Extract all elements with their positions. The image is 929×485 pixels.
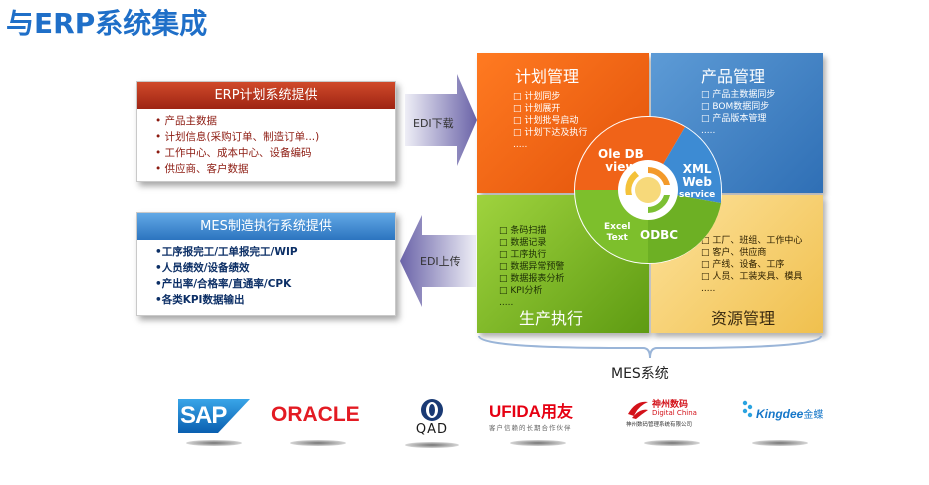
production-execution-list: 条码扫描 数据记录 工序执行 数据异常预警 数据报表分析 KPI分析 ..... — [499, 225, 564, 309]
resource-item: ..... — [701, 284, 716, 294]
logo-shadow — [510, 440, 566, 446]
integration-circle — [574, 116, 722, 264]
digital-china-logo: 神州数码 Digital China 神州数码管理系统有限公司 — [626, 400, 697, 428]
product-item: 产品主数据同步 — [701, 89, 775, 101]
mes-item: •工序报完工/工单报完工/WIP — [155, 246, 298, 258]
edi-upload-arrow — [400, 215, 476, 307]
erp-panel-header: ERP计划系统提供 — [137, 82, 395, 109]
mes-system-caption: MES系统 — [611, 366, 669, 382]
production-execution-title: 生产执行 — [519, 309, 584, 328]
page-title: 与ERP系统集成 — [6, 7, 208, 40]
logo-shadow — [186, 440, 242, 446]
logo-shadow — [752, 440, 808, 446]
plan-management-title: 计划管理 — [515, 67, 580, 86]
edi-download-arrow — [405, 74, 477, 166]
logo-shadow — [290, 440, 346, 446]
sap-logo: SAP — [178, 399, 250, 433]
execution-item: 数据异常预警 — [499, 261, 564, 273]
oledb-label: Ole DB view — [598, 147, 644, 174]
edi-download-label: EDI下载 — [413, 117, 454, 130]
digital-china-swirl-icon — [628, 401, 648, 419]
plan-item: 计划下达及执行 — [513, 127, 587, 139]
execution-item: 数据记录 — [499, 237, 564, 249]
edi-upload-label: EDI上传 — [420, 255, 461, 268]
qad-logo: QAD — [410, 398, 454, 438]
plan-item: 计划展开 — [513, 103, 587, 115]
resource-management-list: 工厂、班组、工作中心 客户、供应商 产线、设备、工序 人员、工装夹具、模具 ..… — [701, 235, 802, 295]
mes-item-list: •工序报完工/工单报完工/WIP •人员绩效/设备绩效 •产出率/合格率/直通率… — [137, 240, 395, 308]
mes-provides-panel: MES制造执行系统提供 •工序报完工/工单报完工/WIP •人员绩效/设备绩效 … — [136, 212, 396, 316]
product-item: ..... — [701, 126, 716, 136]
oracle-logo: ORACLE — [271, 403, 360, 426]
logo-shadow — [644, 440, 700, 446]
plan-management-list: 计划同步 计划展开 计划批号启动 计划下达及执行 ..... — [513, 91, 587, 151]
product-item: 产品版本管理 — [701, 113, 775, 125]
execution-item: 工序执行 — [499, 249, 564, 261]
resource-item: 工厂、班组、工作中心 — [701, 235, 802, 247]
resource-management-title: 资源管理 — [711, 309, 776, 328]
mes-item: •人员绩效/设备绩效 — [155, 262, 250, 274]
erp-item: • 产品主数据 — [155, 115, 218, 127]
mes-item: •产出率/合格率/直通率/CPK — [155, 278, 292, 290]
ufida-logo: UFIDA用友 客户信赖的长期合作伙伴 — [489, 402, 573, 432]
execution-item: 数据报表分析 — [499, 273, 564, 285]
odbc-label: ODBC — [640, 228, 679, 242]
erp-item: • 计划信息(采购订单、制造订单...) — [155, 131, 320, 143]
execution-item: 条码扫描 — [499, 225, 564, 237]
xml-webservice-label: XML Web service — [679, 162, 716, 201]
kingdee-logo: Kingdee金蝶 — [741, 400, 823, 424]
mes-bracket — [478, 335, 822, 359]
sync-cycle-icon — [625, 167, 670, 213]
resource-item: 人员、工装夹具、模具 — [701, 271, 802, 283]
plan-item: 计划批号启动 — [513, 115, 587, 127]
product-management-list: 产品主数据同步 BOM数据同步 产品版本管理 ..... — [701, 89, 775, 137]
logo-shadow — [405, 442, 459, 448]
execution-item: KPI分析 — [499, 285, 564, 297]
erp-provides-panel: ERP计划系统提供 • 产品主数据 • 计划信息(采购订单、制造订单...) •… — [136, 81, 396, 182]
erp-item-list: • 产品主数据 • 计划信息(采购订单、制造订单...) • 工作中心、成本中心… — [137, 109, 395, 177]
mes-panel-header: MES制造执行系统提供 — [137, 213, 395, 240]
plan-item: ..... — [513, 140, 528, 150]
plan-item: 计划同步 — [513, 91, 587, 103]
resource-item: 客户、供应商 — [701, 247, 802, 259]
product-management-title: 产品管理 — [701, 67, 766, 86]
erp-item: • 工作中心、成本中心、设备编码 — [155, 147, 312, 159]
mes-item: •各类KPI数据输出 — [155, 294, 245, 306]
execution-item: ..... — [499, 298, 514, 308]
product-item: BOM数据同步 — [701, 101, 775, 113]
excel-text-label: Excel Text — [604, 222, 631, 243]
erp-item: • 供应商、客户数据 — [155, 163, 249, 175]
kingdee-dots-icon — [742, 400, 753, 418]
resource-item: 产线、设备、工序 — [701, 259, 802, 271]
product-management-block: 产品管理 产品主数据同步 BOM数据同步 产品版本管理 ..... — [651, 53, 823, 193]
